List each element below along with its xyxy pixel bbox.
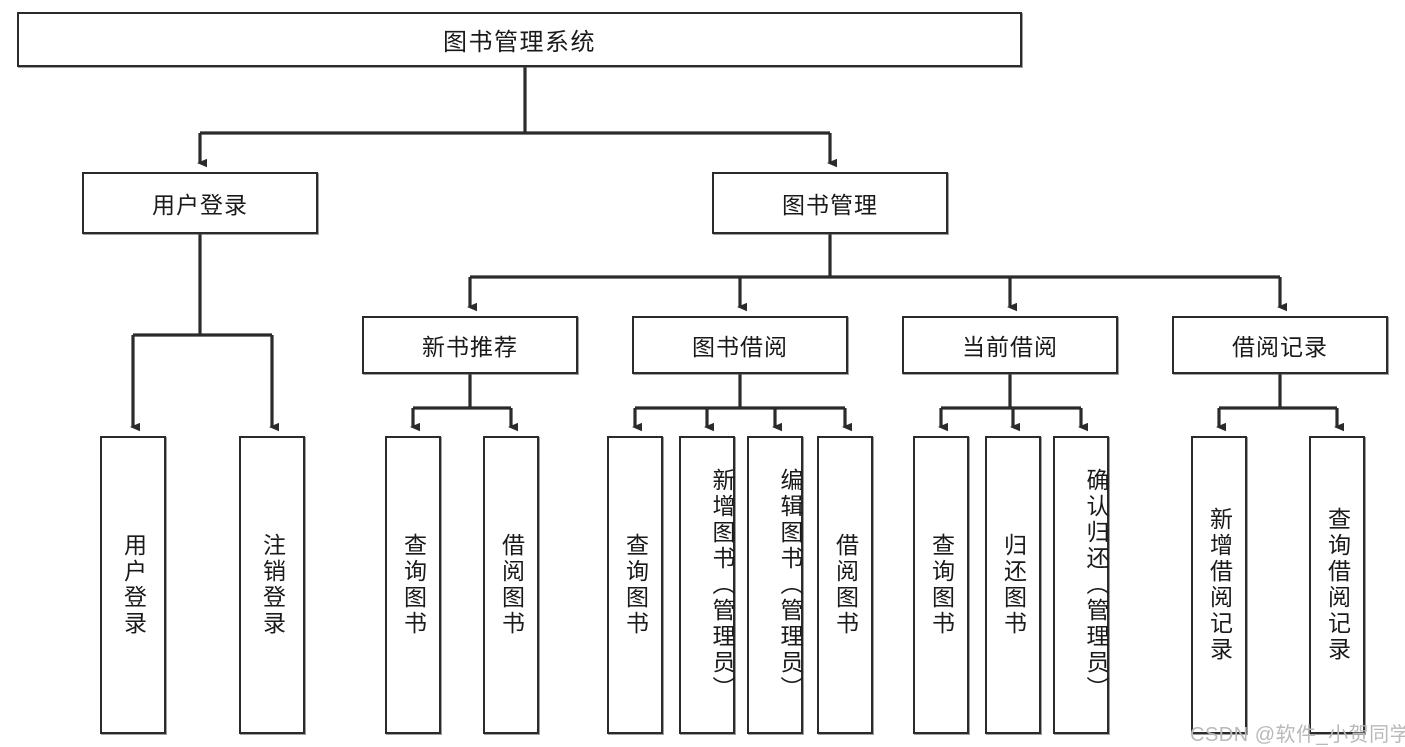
leaf-query-book-borrow[interactable]: 查询图书 bbox=[607, 436, 663, 734]
leaf-return-book[interactable]: 归还图书 bbox=[985, 436, 1041, 734]
node-borrow-record[interactable]: 借阅记录 bbox=[1172, 316, 1388, 374]
leaf-query-book-borrow-label: 查询图书 bbox=[622, 533, 649, 637]
node-new-book-recommend-label: 新书推荐 bbox=[422, 334, 518, 360]
leaf-query-book-recommend-label: 查询图书 bbox=[400, 533, 427, 637]
leaf-query-borrow-record-label: 查询借阅记录 bbox=[1324, 507, 1351, 663]
leaf-edit-book-admin[interactable]: 编辑图书（管理员） bbox=[747, 436, 803, 734]
leaf-user-login-label: 用户登录 bbox=[120, 533, 147, 637]
leaf-borrow-book[interactable]: 借阅图书 bbox=[817, 436, 873, 734]
node-book-management[interactable]: 图书管理 bbox=[712, 172, 948, 234]
csdn-watermark: CSDN @软件_小贺同学 bbox=[1190, 724, 1405, 746]
leaf-return-book-label: 归还图书 bbox=[1000, 533, 1027, 637]
leaf-add-book-admin[interactable]: 新增图书（管理员） bbox=[679, 436, 735, 734]
leaf-borrow-book-recommend[interactable]: 借阅图书 bbox=[483, 436, 539, 734]
node-current-borrow-label: 当前借阅 bbox=[962, 334, 1058, 360]
leaf-logout-label: 注销登录 bbox=[259, 533, 286, 637]
node-borrow-record-label: 借阅记录 bbox=[1232, 334, 1328, 360]
node-root-label: 图书管理系统 bbox=[443, 29, 596, 56]
leaf-borrow-book-label: 借阅图书 bbox=[832, 533, 859, 637]
node-current-borrow[interactable]: 当前借阅 bbox=[902, 316, 1118, 374]
leaf-confirm-return-admin-label: 确认归还（管理员） bbox=[1083, 468, 1109, 702]
leaf-query-book-current[interactable]: 查询图书 bbox=[913, 436, 969, 734]
leaf-query-book-recommend[interactable]: 查询图书 bbox=[385, 436, 441, 734]
leaf-query-borrow-record[interactable]: 查询借阅记录 bbox=[1309, 436, 1365, 734]
node-book-management-label: 图书管理 bbox=[782, 192, 878, 218]
leaf-add-book-admin-label: 新增图书（管理员） bbox=[709, 468, 735, 702]
leaf-logout[interactable]: 注销登录 bbox=[239, 436, 305, 734]
leaf-confirm-return-admin[interactable]: 确认归还（管理员） bbox=[1053, 436, 1109, 734]
node-user-login[interactable]: 用户登录 bbox=[82, 172, 318, 234]
leaf-borrow-book-recommend-label: 借阅图书 bbox=[498, 533, 525, 637]
leaf-add-borrow-record-label: 新增借阅记录 bbox=[1206, 507, 1233, 663]
node-book-borrow[interactable]: 图书借阅 bbox=[632, 316, 848, 374]
node-book-borrow-label: 图书借阅 bbox=[692, 334, 788, 360]
node-new-book-recommend[interactable]: 新书推荐 bbox=[362, 316, 578, 374]
leaf-edit-book-admin-label: 编辑图书（管理员） bbox=[777, 468, 803, 702]
leaf-add-borrow-record[interactable]: 新增借阅记录 bbox=[1191, 436, 1247, 734]
node-root[interactable]: 图书管理系统 bbox=[17, 12, 1022, 67]
leaf-user-login[interactable]: 用户登录 bbox=[100, 436, 166, 734]
leaf-query-book-current-label: 查询图书 bbox=[928, 533, 955, 637]
node-user-login-label: 用户登录 bbox=[152, 192, 248, 218]
